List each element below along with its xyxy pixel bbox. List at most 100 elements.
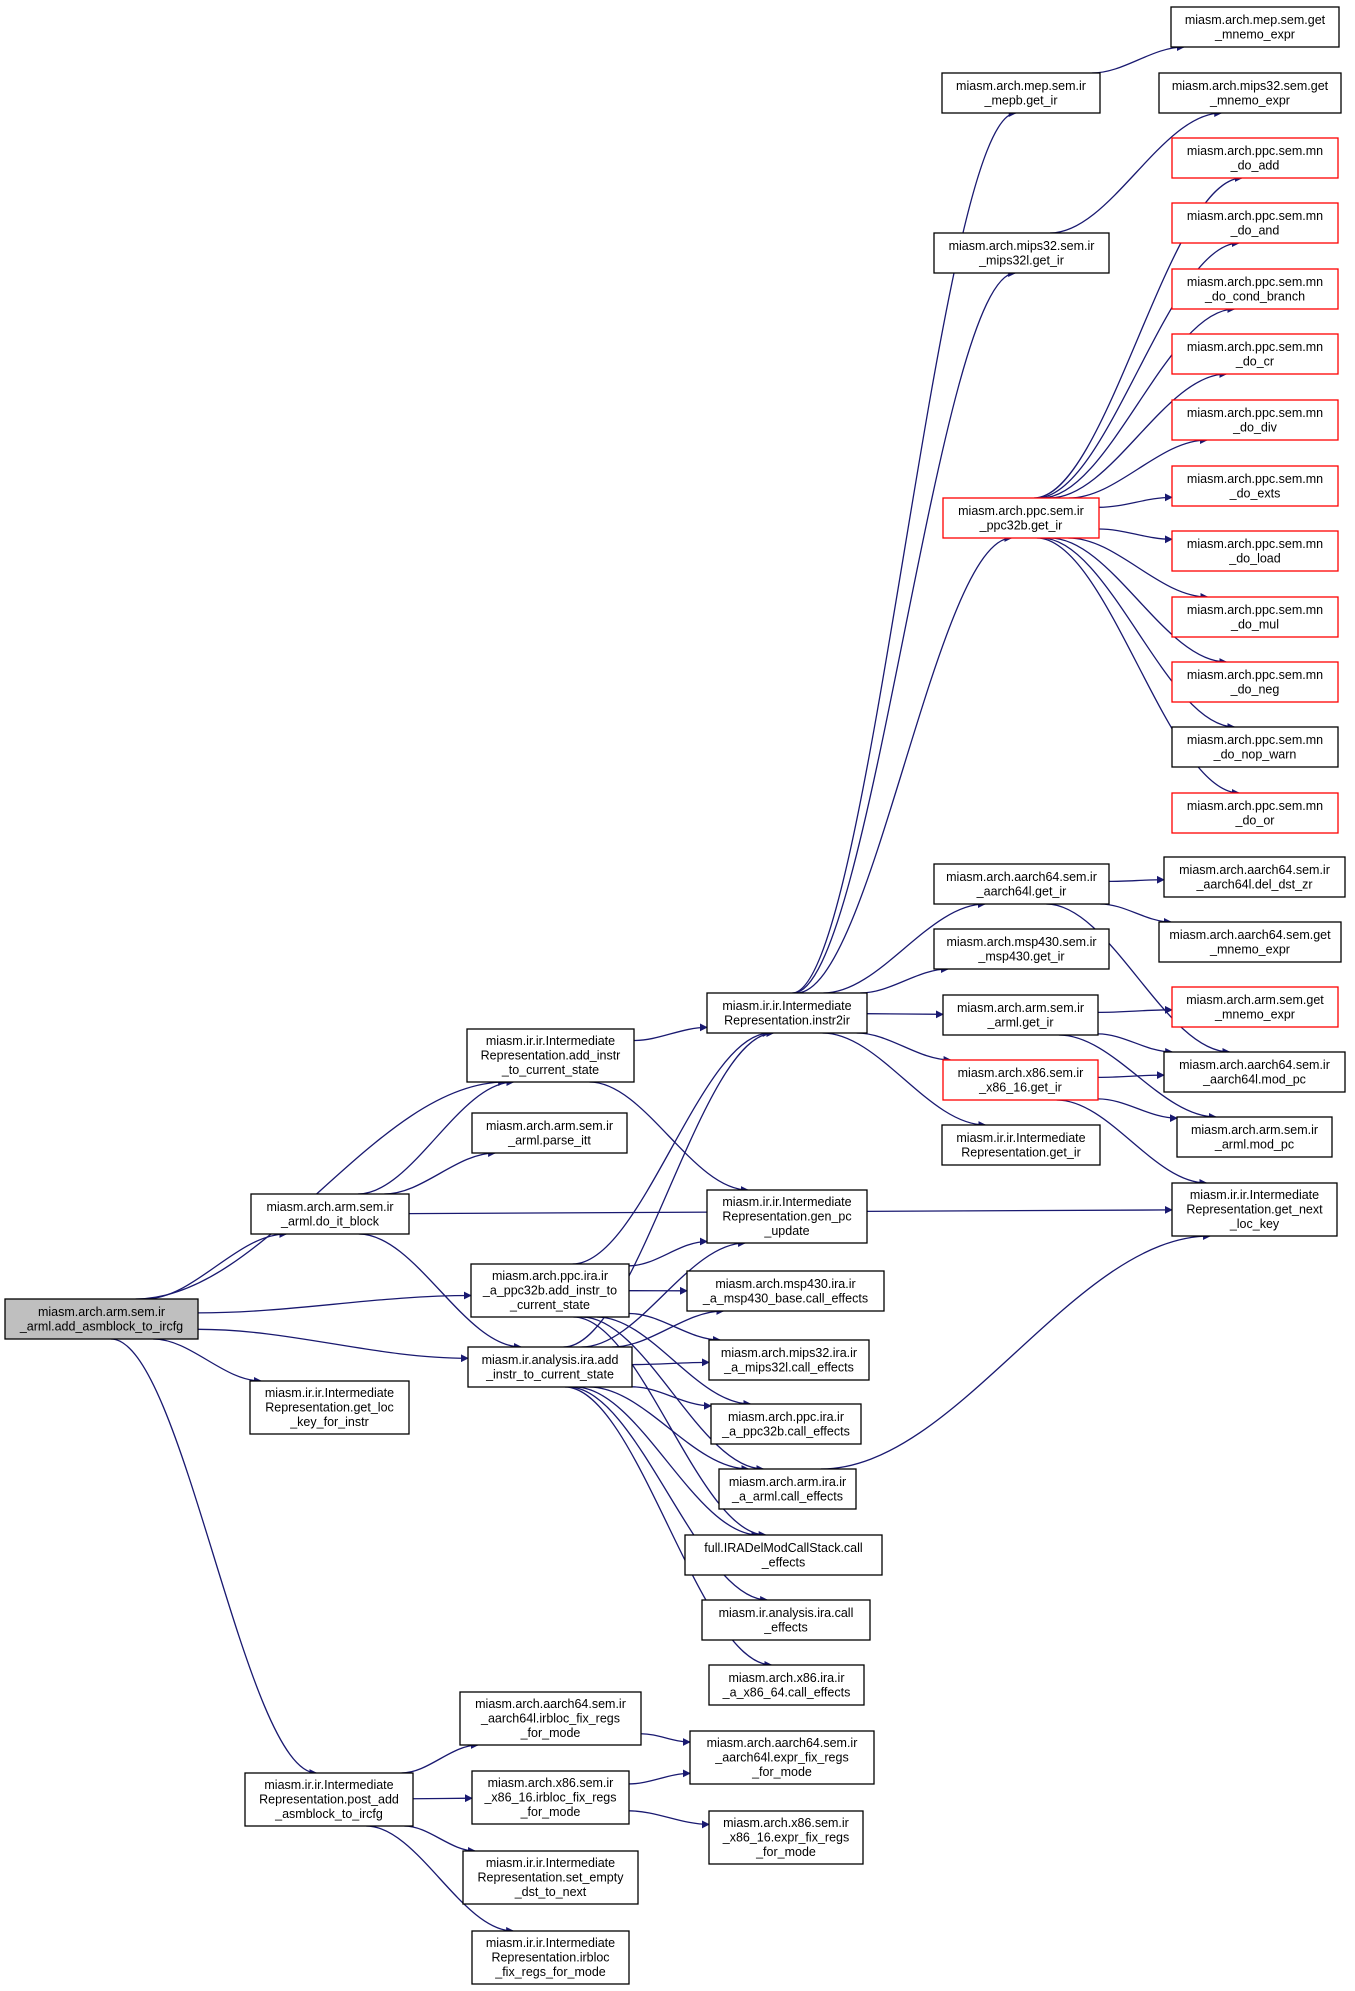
graph-node-post-add[interactable]: miasm.ir.ir.IntermediateRepresentation.p… xyxy=(244,1772,414,1827)
graph-node-do-it-block[interactable]: miasm.arch.arm.sem.ir_arml.do_it_block xyxy=(250,1193,410,1235)
graph-node-parse-itt[interactable]: miasm.arch.arm.sem.ir_arml.parse_itt xyxy=(471,1112,628,1154)
graph-node-instr2ir[interactable]: miasm.ir.ir.IntermediateRepresentation.i… xyxy=(706,992,868,1034)
node-label-line: _msp430.get_ir xyxy=(977,949,1064,963)
node-label-line: _aarch64l.del_dst_zr xyxy=(1195,877,1312,891)
node-label-line: miasm.arch.ppc.sem.mn xyxy=(1187,603,1323,617)
graph-node-ppc-cond[interactable]: miasm.arch.ppc.sem.mn_do_cond_branch xyxy=(1171,268,1339,310)
node-box xyxy=(706,1189,868,1244)
edge-instr2ir-to-arm_get_ir xyxy=(866,1010,944,1019)
node-box xyxy=(1163,856,1346,898)
node-label-line: miasm.arch.ppc.sem.ir xyxy=(958,504,1084,518)
node-label-line: _arml.get_ir xyxy=(987,1015,1054,1029)
node-box xyxy=(689,1730,875,1785)
node-label-line: _aarch64l.mod_pc xyxy=(1202,1072,1306,1086)
node-box xyxy=(1171,399,1339,441)
node-box xyxy=(466,1028,635,1083)
graph-node-ppc-nop[interactable]: miasm.arch.ppc.sem.mn_do_nop_warn xyxy=(1171,726,1339,768)
graph-node-msp430-ce[interactable]: miasm.arch.msp430.ira.ir_a_msp430_base.c… xyxy=(686,1270,885,1312)
node-label-line: miasm.ir.ir.Intermediate xyxy=(265,1386,394,1400)
node-label-line: miasm.ir.ir.Intermediate xyxy=(264,1778,393,1792)
graph-node-aarch64-del[interactable]: miasm.arch.aarch64.sem.ir_aarch64l.del_d… xyxy=(1163,856,1346,898)
node-box xyxy=(933,232,1110,274)
graph-node-ppc-neg[interactable]: miasm.arch.ppc.sem.mn_do_neg xyxy=(1171,661,1339,703)
graph-node-root: miasm.arch.arm.sem.ir_arml.add_asmblock_… xyxy=(4,1298,199,1340)
graph-node-mips-mnemo[interactable]: miasm.arch.mips32.sem.get_mnemo_expr xyxy=(1158,72,1342,114)
node-label-line: _a_arml.call_effects xyxy=(731,1489,843,1503)
node-box xyxy=(1171,986,1339,1028)
graph-node-x86-get-ir[interactable]: miasm.arch.x86.sem.ir_x86_16.get_ir xyxy=(942,1059,1099,1101)
node-label-line: Representation.post_add xyxy=(259,1793,399,1807)
node-label-line: _a_ppc32b.call_effects xyxy=(721,1424,850,1438)
graph-node-mep-mnemo[interactable]: miasm.arch.mep.sem.get_mnemo_expr xyxy=(1170,6,1340,48)
graph-node-mips-get-ir[interactable]: miasm.arch.mips32.sem.ir_mips32l.get_ir xyxy=(933,232,1110,274)
graph-node-ppc-add[interactable]: miasm.arch.ppc.sem.mn_do_add xyxy=(1171,137,1339,179)
graph-node-ppc-and[interactable]: miasm.arch.ppc.sem.mn_do_and xyxy=(1171,202,1339,244)
graph-node-ira-add-instr[interactable]: miasm.ir.analysis.ira.add_instr_to_curre… xyxy=(467,1346,633,1388)
graph-node-x86-ce[interactable]: miasm.arch.x86.ira.ir_a_x86_64.call_effe… xyxy=(708,1664,865,1706)
graph-node-ppc-cr[interactable]: miasm.arch.ppc.sem.mn_do_cr xyxy=(1171,333,1339,375)
edge-ira_add_instr-to-x86_ce xyxy=(564,1386,773,1669)
graph-node-ppc-exts[interactable]: miasm.arch.ppc.sem.mn_do_exts xyxy=(1171,465,1339,507)
edge-arm_ce-to-get_next_loc xyxy=(820,1232,1212,1470)
graph-node-aarch64-irbloc[interactable]: miasm.arch.aarch64.sem.ir_aarch64l.irblo… xyxy=(459,1691,642,1746)
graph-node-get-next-loc[interactable]: miasm.ir.ir.IntermediateRepresentation.g… xyxy=(1171,1182,1338,1237)
node-label-line: miasm.ir.ir.Intermediate xyxy=(486,1856,615,1870)
node-box xyxy=(942,1059,1099,1101)
node-box xyxy=(249,1380,410,1435)
node-label-line: miasm.arch.aarch64.sem.get xyxy=(1169,928,1331,942)
graph-node-ir-get-ir[interactable]: miasm.ir.ir.IntermediateRepresentation.g… xyxy=(941,1124,1101,1166)
graph-node-ppc-add-instr[interactable]: miasm.arch.ppc.ira.ir_a_ppc32b.add_instr… xyxy=(470,1263,630,1318)
node-label-line: miasm.arch.aarch64.sem.ir xyxy=(707,1736,858,1750)
node-label-line: Representation.gen_pc xyxy=(722,1210,851,1224)
node-label-line: _do_load xyxy=(1228,551,1280,565)
edge-root-to-post_add xyxy=(110,1338,318,1777)
graph-node-set-empty[interactable]: miasm.ir.ir.IntermediateRepresentation.s… xyxy=(462,1850,639,1905)
edge-mep_get_ir-to-mep_mnemo xyxy=(1091,43,1185,74)
graph-node-ppc-div[interactable]: miasm.arch.ppc.sem.mn_do_div xyxy=(1171,399,1339,441)
graph-node-ppc-or[interactable]: miasm.arch.ppc.sem.mn_do_or xyxy=(1171,792,1339,834)
graph-node-ppc-ce[interactable]: miasm.arch.ppc.ira.ir_a_ppc32b.call_effe… xyxy=(710,1403,862,1445)
node-box xyxy=(942,497,1100,539)
graph-node-irbloc-fix[interactable]: miasm.ir.ir.IntermediateRepresentation.i… xyxy=(471,1930,630,1985)
graph-node-aarch64-mod-pc[interactable]: miasm.arch.aarch64.sem.ir_aarch64l.mod_p… xyxy=(1163,1051,1346,1093)
edge-x86_get_ir-to-aarch64_mod_pc xyxy=(1097,1071,1165,1080)
edge-instr2ir-to-mips_get_ir xyxy=(793,269,1017,994)
edge-arm_get_ir-to-aarch64_mod_pc xyxy=(1097,1033,1174,1056)
graph-node-ira-ce[interactable]: miasm.ir.analysis.ira.call_effects xyxy=(701,1599,871,1641)
edge-x86_get_ir-to-get_next_loc xyxy=(1056,1099,1208,1187)
graph-node-mips32-ce[interactable]: miasm.arch.mips32.ira.ir_a_mips32l.call_… xyxy=(708,1339,870,1381)
graph-node-ppc-mul[interactable]: miasm.arch.ppc.sem.mn_do_mul xyxy=(1171,596,1339,638)
node-label-line: miasm.arch.aarch64.sem.ir xyxy=(475,1697,626,1711)
graph-node-ppc-get-ir[interactable]: miasm.arch.ppc.sem.ir_ppc32b.get_ir xyxy=(942,497,1100,539)
graph-node-aarch64-mnemo[interactable]: miasm.arch.aarch64.sem.get_mnemo_expr xyxy=(1158,921,1342,963)
graph-node-mep-get-ir[interactable]: miasm.arch.mep.sem.ir_mepb.get_ir xyxy=(941,72,1101,114)
edge-instr2ir-to-aarch64_get_ir xyxy=(823,900,986,994)
graph-node-aarch64-get-ir[interactable]: miasm.arch.aarch64.sem.ir_aarch64l.get_i… xyxy=(933,863,1110,905)
node-box xyxy=(1171,465,1339,507)
node-label-line: miasm.arch.arm.sem.get xyxy=(1186,993,1324,1007)
node-label-line: miasm.arch.aarch64.sem.ir xyxy=(1179,863,1330,877)
graph-node-x86-expr[interactable]: miasm.arch.x86.sem.ir_x86_16.expr_fix_re… xyxy=(708,1810,864,1865)
graph-node-gen-pc[interactable]: miasm.ir.ir.IntermediateRepresentation.g… xyxy=(706,1189,868,1244)
node-label-line: miasm.arch.ppc.sem.mn xyxy=(1187,340,1323,354)
edge-x86_irbloc-to-x86_expr xyxy=(628,1810,710,1829)
edge-ppc_get_ir-to-ppc_cr xyxy=(1049,370,1228,499)
graph-node-arm-mnemo[interactable]: miasm.arch.arm.sem.get_mnemo_expr xyxy=(1171,986,1339,1028)
graph-node-arm-get-ir[interactable]: miasm.arch.arm.sem.ir_arml.get_ir xyxy=(942,994,1099,1036)
node-label-line: _do_add xyxy=(1230,158,1280,172)
graph-node-get-loc-key[interactable]: miasm.ir.ir.IntermediateRepresentation.g… xyxy=(249,1380,410,1435)
node-label-line: miasm.arch.arm.sem.ir xyxy=(957,1001,1084,1015)
graph-node-arm-mod-pc[interactable]: miasm.arch.arm.sem.ir_arml.mod_pc xyxy=(1176,1116,1333,1158)
edge-aarch64_get_ir-to-aarch64_del xyxy=(1108,875,1165,884)
graph-node-x86-irbloc[interactable]: miasm.arch.x86.sem.ir_x86_16.irbloc_fix_… xyxy=(471,1770,630,1825)
graph-node-aarch64-expr[interactable]: miasm.arch.aarch64.sem.ir_aarch64l.expr_… xyxy=(689,1730,875,1785)
graph-node-full-ce[interactable]: full.IRADelModCallStack.call_effects xyxy=(684,1534,883,1576)
graph-node-msp430-get-ir[interactable]: miasm.arch.msp430.sem.ir_msp430.get_ir xyxy=(933,928,1110,970)
node-label-line: miasm.ir.ir.Intermediate xyxy=(1190,1188,1319,1202)
node-label-line: _x86_16.get_ir xyxy=(978,1080,1062,1094)
graph-node-add-instr[interactable]: miasm.ir.ir.IntermediateRepresentation.a… xyxy=(466,1028,635,1083)
node-label-line: _to_current_state xyxy=(501,1063,599,1077)
graph-node-arm-ce[interactable]: miasm.arch.arm.ira.ir_a_arml.call_effect… xyxy=(718,1468,857,1510)
graph-node-ppc-load[interactable]: miasm.arch.ppc.sem.mn_do_load xyxy=(1171,530,1339,572)
